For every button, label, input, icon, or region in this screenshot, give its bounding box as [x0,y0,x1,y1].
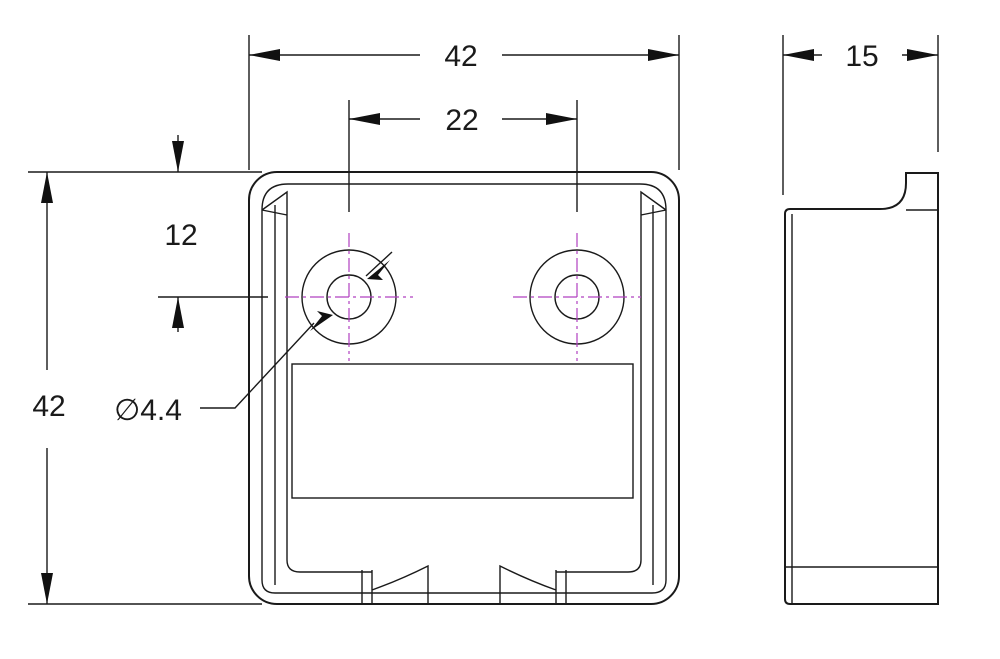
front-top-rim [261,183,667,211]
dim-overall-height-label: 42 [32,390,65,423]
dim-overall-height: 42 [28,171,262,605]
front-view [248,171,680,605]
dim-hole-offset: 12 [158,135,268,332]
front-bottom-slot-right [499,564,567,604]
front-corner-left [261,190,288,216]
front-outer-outline [248,171,680,605]
dim-overall-width-label: 42 [444,40,477,73]
dim-hole-spacing-label: 22 [445,104,478,137]
side-outline [784,172,939,605]
front-bottom-slot-left [361,564,429,604]
front-inner-channel [286,215,642,573]
dim-depth-label: 15 [845,40,878,73]
front-rim-line [261,210,667,594]
dim-depth: 15 [782,35,939,195]
dim-overall-width: 42 [248,35,680,170]
side-view [784,172,939,605]
dim-hole-diameter-label: ∅4.4 [114,394,182,427]
dim-hole-offset-label: 12 [164,219,197,252]
front-label-window [291,363,634,499]
dim-hole-spacing: 22 [348,100,578,212]
front-corner-right [640,190,667,216]
dim-hole-diameter: ∅4.4 [114,251,393,427]
